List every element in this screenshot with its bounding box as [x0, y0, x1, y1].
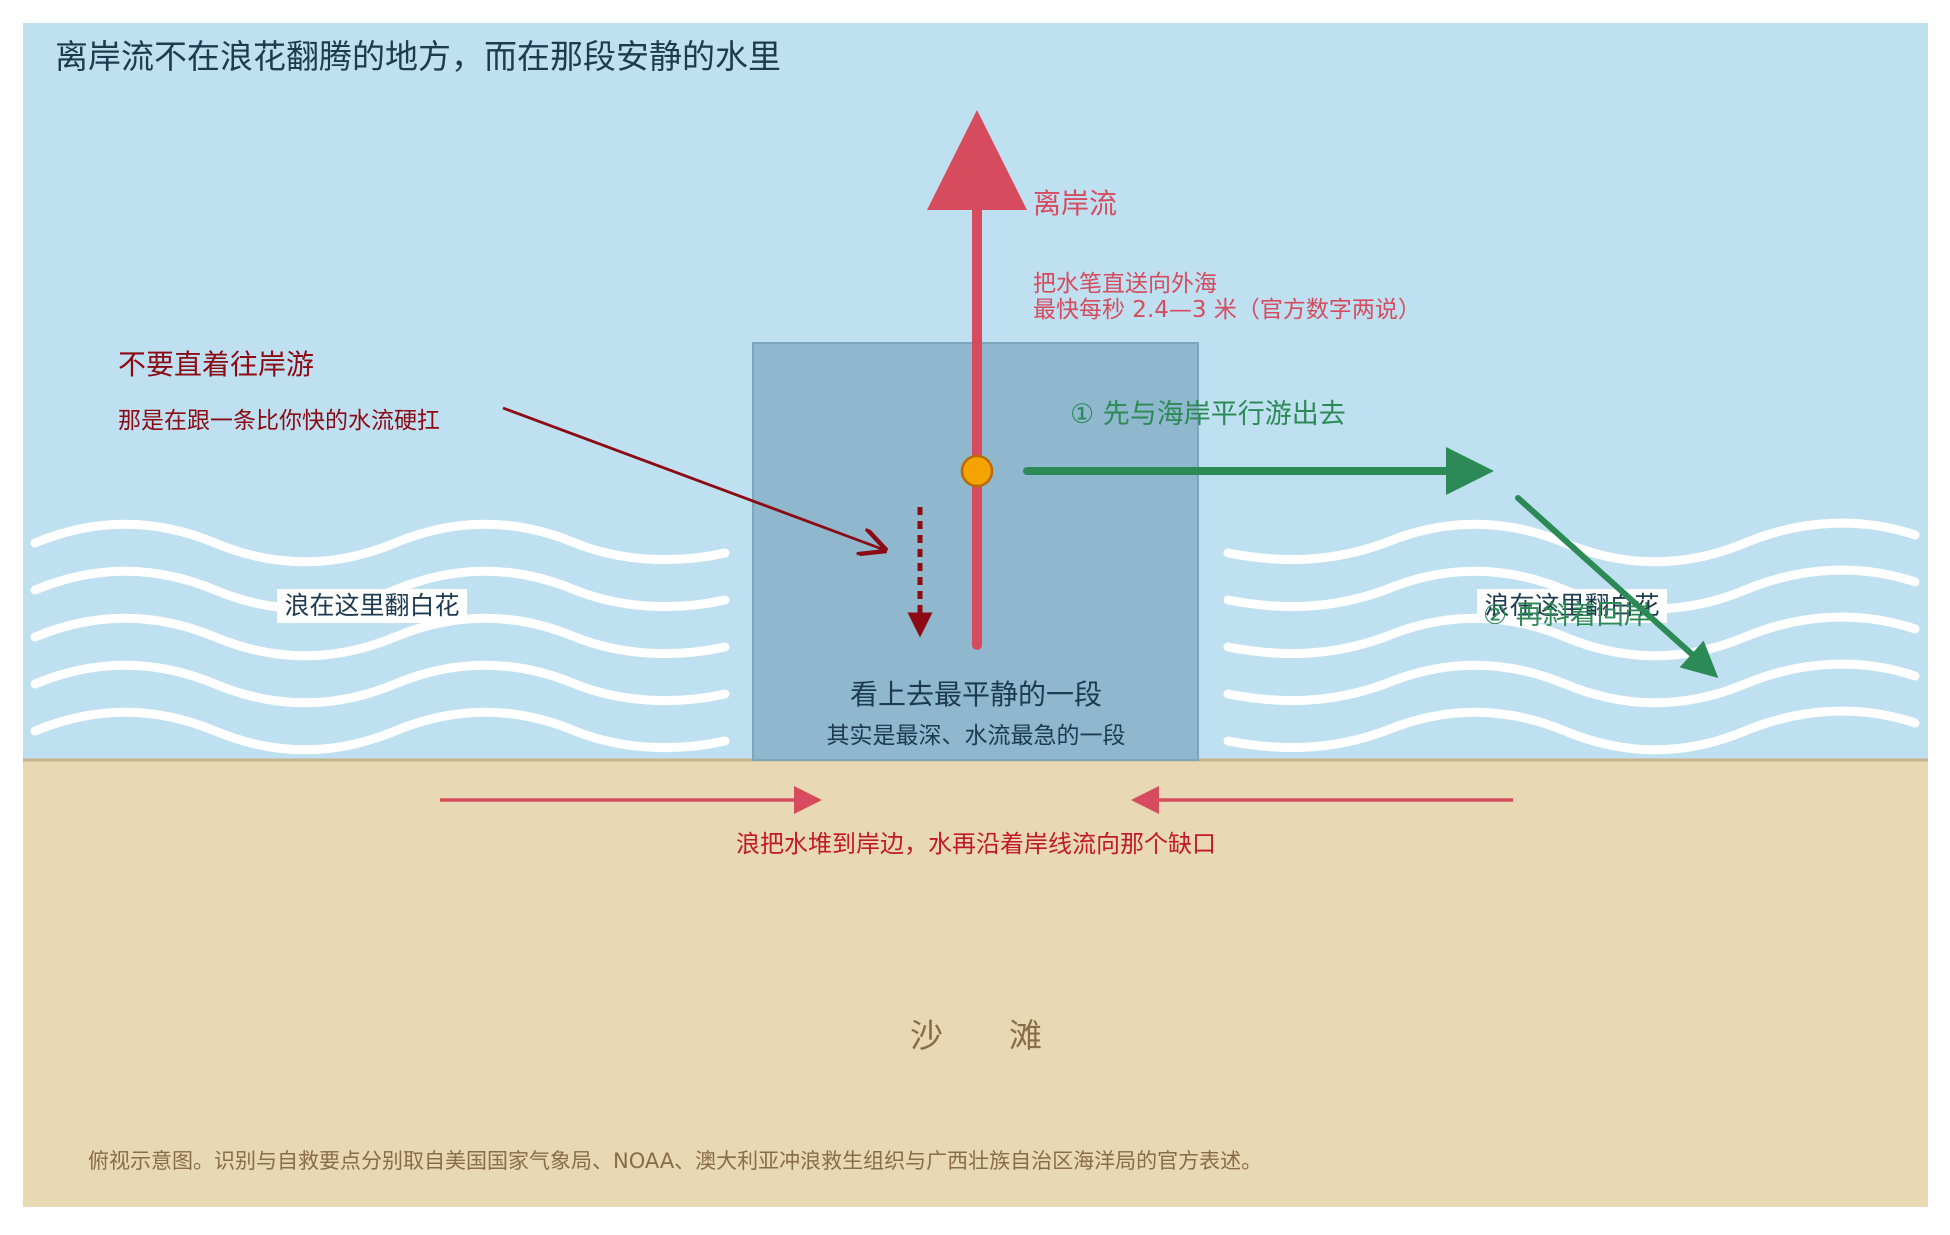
warning-pointer-arrow	[502, 406, 882, 549]
source-caption: 俯视示意图。识别与自救要点分别取自美国国家气象局、NOAA、澳大利亚冲浪救生组织…	[88, 1149, 1262, 1173]
escape-step1-label: ① 先与海岸平行游出去	[1070, 399, 1346, 430]
wave-label-left: 浪在这里翻白花	[284, 591, 459, 620]
wave-label-left-bg	[277, 589, 467, 623]
rip-current-label: 离岸流	[1033, 187, 1117, 220]
escape-diagonal-arrow	[1515, 495, 1719, 679]
beach-label: 沙 滩	[910, 1016, 1042, 1055]
warning-title: 不要直着往岸游	[118, 348, 314, 381]
warning-subtitle: 那是在跟一条比你快的水流硬扛	[118, 408, 440, 434]
longshore-label: 浪把水堆到岸边，水再沿着岸线流向那个缺口	[736, 830, 1216, 858]
beach-area	[23, 760, 1928, 1207]
escape-step2-label: ② 再斜着回岸	[1483, 600, 1651, 631]
calm-zone-subtitle: 其实是最深、水流最急的一段	[827, 723, 1126, 749]
swimmer-marker	[960, 454, 994, 488]
diagram-title: 离岸流不在浪花翻腾的地方，而在那段安静的水里	[55, 37, 781, 76]
rip-current-desc-line1: 把水笔直送向外海	[1033, 271, 1217, 297]
calm-zone-title: 看上去最平静的一段	[850, 678, 1102, 711]
rip-current-desc-line2: 最快每秒 2.4—3 米（官方数字两说）	[1033, 297, 1421, 323]
